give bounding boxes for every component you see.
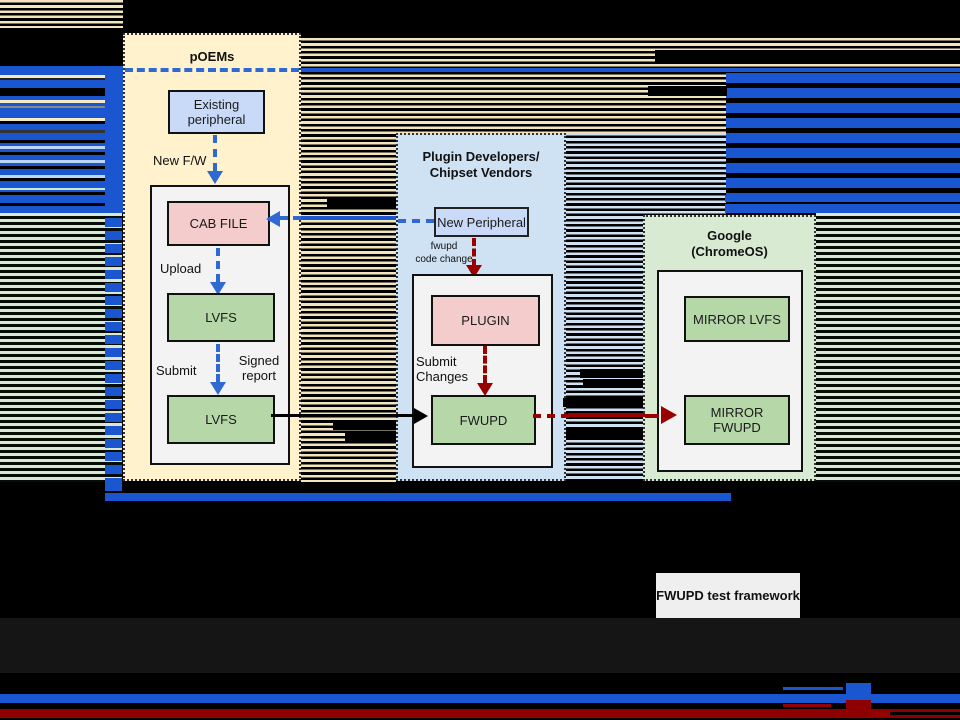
- glitch-blue-band-1: [725, 195, 960, 202]
- arrow-fwupd-to-mirror-dash-right: [645, 414, 659, 418]
- glitch-blue-band-2: [725, 204, 960, 213]
- glitch-stripes-lightblue-right: [643, 133, 726, 215]
- arrow-cab-dash-segment-right: [398, 219, 434, 223]
- glitch-red-bar-full: [0, 709, 960, 718]
- arrow-lvfs-to-fwupd-line: [271, 414, 417, 417]
- panel-plugin-developers: Plugin Developers/ Chipset Vendors New P…: [396, 133, 566, 481]
- label-signed-report: Signed report: [238, 353, 280, 383]
- arrow-submit-line: [216, 344, 220, 382]
- node-lvfs-bottom: LVFS: [167, 395, 275, 444]
- glitch-bar-3: [327, 198, 396, 208]
- arrow-new-fw-line: [213, 135, 217, 171]
- legend-red-line-icon: [783, 704, 831, 707]
- node-fwupd: FWUPD: [431, 395, 536, 445]
- glitch-bar-2: [648, 86, 727, 96]
- glitch-stripes-lightblue-gap: [566, 133, 643, 481]
- panel-google-title-line1: Google: [707, 228, 752, 243]
- glitch-bar-left-top: [0, 44, 123, 57]
- glitch-black-line-bottom: [890, 712, 960, 715]
- arrow-upload-line: [216, 248, 220, 282]
- arrow-new-fw-head-icon: [207, 171, 223, 184]
- google-inner-box: MIRROR LVFS MIRROR FWUPD: [657, 270, 803, 472]
- node-mirror-fwupd: MIRROR FWUPD: [684, 395, 790, 445]
- label-upload: Upload: [160, 261, 202, 276]
- arrow-upload-head-icon: [210, 282, 226, 295]
- poems-inner-box: CAB FILE Upload LVFS Submit Signed repor…: [150, 185, 290, 465]
- node-new-peripheral: New Peripheral: [434, 207, 529, 237]
- glitch-bar-9: [566, 428, 643, 438]
- arrow-submit-changes-head-icon: [477, 383, 493, 396]
- arrow-fwupd-code-change-line: [472, 238, 476, 267]
- panel-poems: pOEMs Existing peripheral New F/W CAB FI…: [123, 33, 301, 481]
- legend-blue-line-icon: [783, 687, 843, 690]
- node-plugin: PLUGIN: [431, 295, 540, 346]
- glitch-blue-piece-bottom-left: [105, 481, 122, 491]
- glitch-stripes-tan-gap: [301, 38, 396, 482]
- legend-fwupd-test-framework: FWUPD test framework: [656, 573, 800, 618]
- arrow-submit-changes-line: [483, 346, 487, 383]
- label-fwupd-code-change-line2: code change: [415, 254, 473, 265]
- panel-google-chromeos: Google (ChromeOS) MIRROR LVFS MIRROR FWU…: [643, 215, 816, 481]
- arrow-lvfs-to-fwupd-head-icon: [414, 408, 428, 424]
- glitch-blue-column: [105, 66, 123, 213]
- glitch-bar-5: [345, 431, 396, 442]
- panel-poems-title: pOEMs: [189, 49, 235, 64]
- glitch-bar-1: [655, 50, 960, 62]
- poems-dashed-divider: [125, 68, 299, 72]
- glitch-bar-8: [563, 398, 643, 407]
- plugin-inner-box: PLUGIN Submit Changes FWUPD: [412, 274, 553, 468]
- label-submit-changes: Submit Changes: [416, 354, 469, 384]
- node-cab-file: CAB FILE: [167, 201, 270, 246]
- glitch-stripes-green-right: [816, 213, 960, 482]
- glitch-blue-line-top: [301, 68, 960, 72]
- arrow-submit-head-icon: [210, 382, 226, 395]
- glitch-stripes-tan-left: [0, 0, 123, 28]
- glitch-stripes-green-left: [0, 213, 122, 482]
- arrow-cab-glitch-solid-segment: [301, 216, 396, 220]
- glitch-blue-bar-mid: [105, 493, 731, 501]
- label-new-fw: New F/W: [153, 153, 207, 168]
- glitch-blue-bar-full: [0, 694, 960, 703]
- panel-plugin-title-line1: Plugin Developers/: [422, 149, 540, 164]
- glitch-dark-band: [0, 618, 960, 673]
- arrow-cab-dash-segment-left: [280, 216, 301, 220]
- arrow-fwupd-to-mirror-head-icon: [661, 406, 677, 424]
- arrow-fwupd-to-mirror-glitch-solid: [568, 413, 645, 417]
- label-submit: Submit: [156, 363, 197, 378]
- glitch-bar-6: [580, 369, 643, 378]
- glitch-red-piece: [871, 711, 892, 717]
- node-lvfs-top: LVFS: [167, 293, 275, 342]
- node-mirror-lvfs: MIRROR LVFS: [684, 296, 790, 342]
- arrow-cab-head-icon: [266, 211, 280, 227]
- glitch-stripes-blue-right: [726, 73, 960, 195]
- panel-google-title-line2: (ChromeOS): [691, 244, 768, 259]
- node-existing-peripheral: Existing peripheral: [168, 90, 265, 134]
- glitch-blue-block-left: [0, 66, 105, 213]
- panel-plugin-title-line2: Chipset Vendors: [429, 165, 533, 180]
- glitch-blue-dash-column: [105, 218, 122, 488]
- label-fwupd-code-change-line1: fwupd: [430, 241, 458, 252]
- glitch-bar-7: [583, 379, 643, 387]
- glitch-bar-4: [333, 420, 396, 430]
- arrow-fwupd-to-mirror-dash-left: [533, 414, 569, 418]
